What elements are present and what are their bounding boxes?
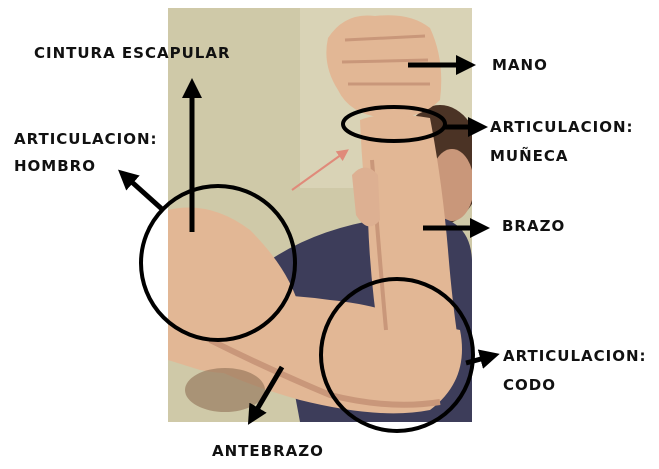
label-mano: MANO xyxy=(492,54,548,76)
label-hombro: HOMBRO xyxy=(14,155,96,177)
label-muneca: MUÑECA xyxy=(490,145,569,167)
label-articulacion-muneca: ARTICULACION: xyxy=(490,116,634,138)
label-brazo: BRAZO xyxy=(502,215,565,237)
label-codo: CODO xyxy=(503,374,556,396)
label-cintura-escapular: CINTURA ESCAPULAR xyxy=(34,42,231,64)
label-articulacion-codo: ARTICULACION: xyxy=(503,345,647,367)
label-antebrazo: ANTEBRAZO xyxy=(212,440,324,462)
label-articulacion-hombro: ARTICULACION: xyxy=(14,128,158,150)
photo xyxy=(168,8,482,422)
arrow-hombro xyxy=(124,175,163,210)
